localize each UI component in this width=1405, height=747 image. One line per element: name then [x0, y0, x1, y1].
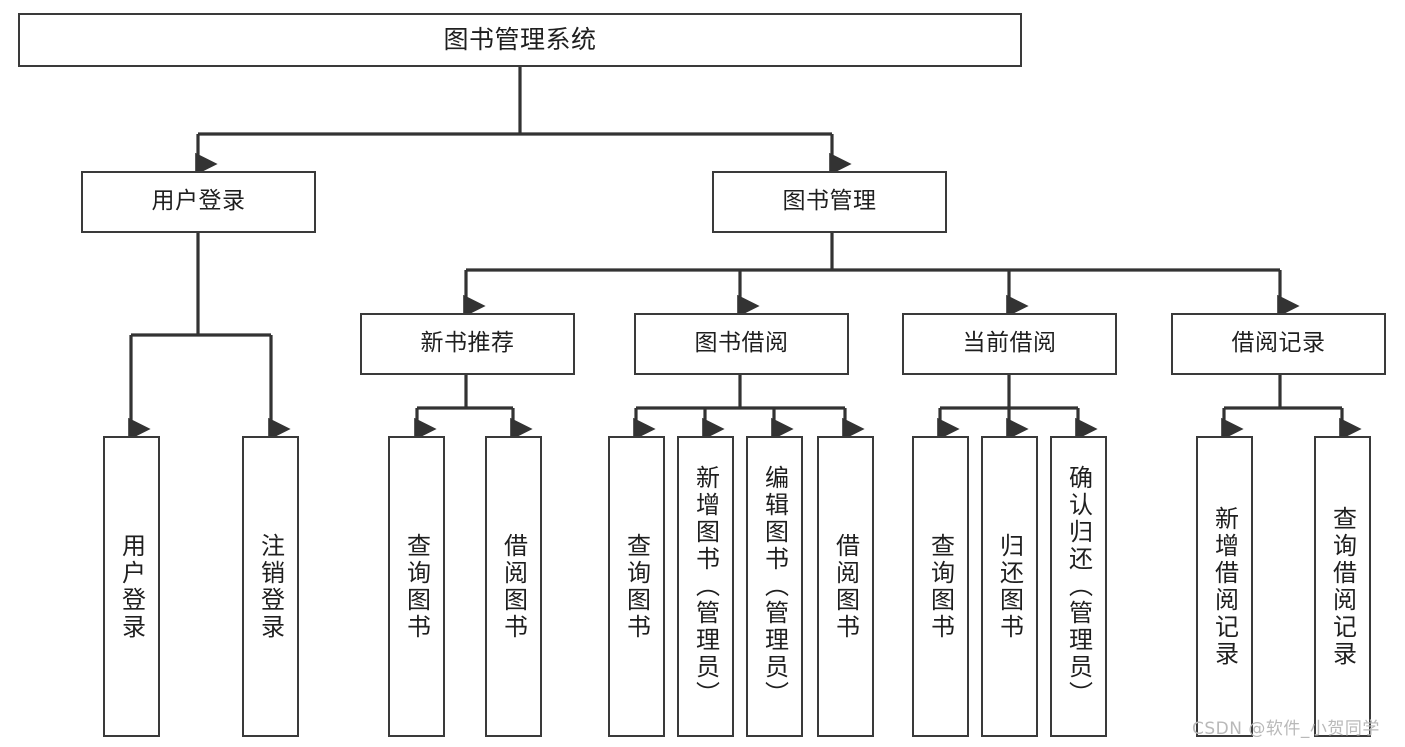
node-leaf-add-record[interactable]: 新增借阅记录	[1196, 436, 1253, 737]
node-leaf-logout[interactable]: 注销登录	[242, 436, 299, 737]
node-current-borrow[interactable]: 当前借阅	[902, 313, 1117, 375]
node-label: 确认归还（管理员）	[1064, 465, 1093, 708]
node-book-borrow[interactable]: 图书借阅	[634, 313, 849, 375]
node-leaf-query-record[interactable]: 查询借阅记录	[1314, 436, 1371, 737]
node-label: 新增图书（管理员）	[691, 465, 720, 708]
node-label: 图书借阅	[694, 330, 789, 357]
node-book-management[interactable]: 图书管理	[712, 171, 947, 233]
node-label: 查询借阅记录	[1328, 505, 1357, 668]
node-label: 新书推荐	[420, 330, 515, 357]
node-leaf-add-book[interactable]: 新增图书（管理员）	[677, 436, 734, 737]
node-label: 用户登录	[151, 188, 246, 215]
node-leaf-borrow-book-2[interactable]: 借阅图书	[817, 436, 874, 737]
node-label: 用户登录	[117, 532, 146, 641]
node-label: 图书管理系统	[443, 25, 597, 55]
node-leaf-return-book[interactable]: 归还图书	[981, 436, 1038, 737]
node-label: 查询图书	[402, 532, 431, 641]
node-label: 借阅记录	[1231, 330, 1326, 357]
node-leaf-borrow-book-1[interactable]: 借阅图书	[485, 436, 542, 737]
node-label: 借阅图书	[499, 532, 528, 641]
node-label: 注销登录	[256, 532, 285, 641]
node-label: 当前借阅	[962, 330, 1057, 357]
node-label: 查询图书	[622, 532, 651, 641]
node-leaf-edit-book[interactable]: 编辑图书（管理员）	[746, 436, 803, 737]
node-leaf-user-login[interactable]: 用户登录	[103, 436, 160, 737]
node-label: 查询图书	[926, 532, 955, 641]
node-label: 归还图书	[995, 532, 1024, 641]
node-new-book-recommend[interactable]: 新书推荐	[360, 313, 575, 375]
node-label: 编辑图书（管理员）	[760, 465, 789, 708]
node-leaf-query-book-3[interactable]: 查询图书	[912, 436, 969, 737]
node-user-login[interactable]: 用户登录	[81, 171, 316, 233]
node-label: 借阅图书	[831, 532, 860, 641]
node-root-system[interactable]: 图书管理系统	[18, 13, 1022, 67]
node-borrow-record[interactable]: 借阅记录	[1171, 313, 1386, 375]
node-label: 新增借阅记录	[1210, 505, 1239, 668]
node-leaf-query-book-2[interactable]: 查询图书	[608, 436, 665, 737]
node-label: 图书管理	[782, 188, 877, 215]
node-leaf-confirm-return[interactable]: 确认归还（管理员）	[1050, 436, 1107, 737]
node-leaf-query-book-1[interactable]: 查询图书	[388, 436, 445, 737]
